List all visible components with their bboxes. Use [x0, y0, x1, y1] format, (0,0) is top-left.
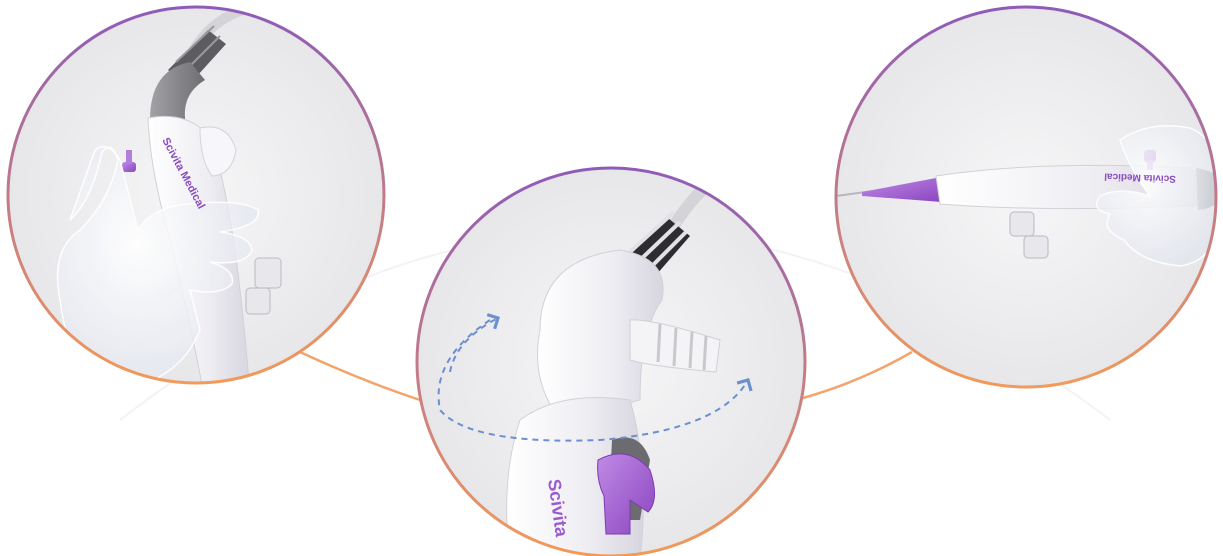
- panel-right: Scivita Medical: [834, 5, 1218, 389]
- panel-left: Scivita Medical: [6, 5, 386, 385]
- connector-right: [802, 350, 913, 400]
- rotation-arrow: [437, 319, 753, 442]
- connector-left: [299, 350, 421, 402]
- brand-label-right: Scivita Medical: [1104, 170, 1176, 184]
- panel-center: Scivita: [415, 166, 807, 556]
- rotation-arrow-upper: [449, 313, 501, 373]
